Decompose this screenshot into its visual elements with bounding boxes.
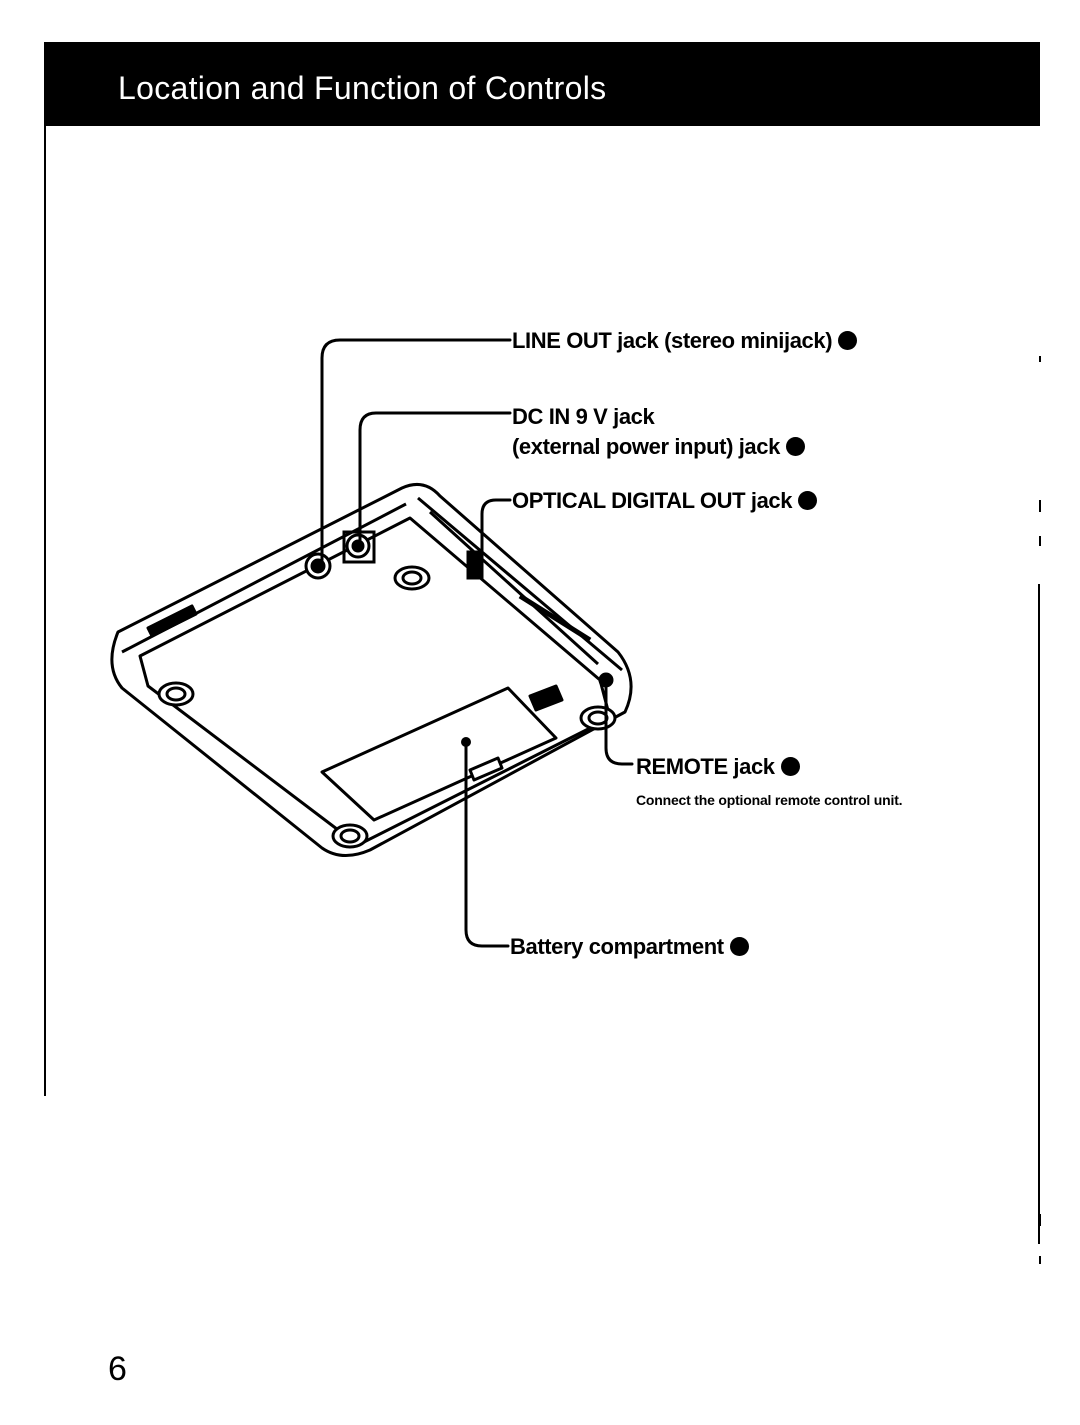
label-line-out: LINE OUT jack (stereo minijack) bbox=[512, 326, 858, 356]
label-dc-in: DC IN 9 V jack bbox=[512, 402, 655, 432]
device-feet bbox=[157, 565, 617, 849]
label-remote: REMOTE jack bbox=[636, 752, 800, 782]
header-bar bbox=[44, 42, 1040, 126]
reference-dot bbox=[798, 491, 818, 510]
reference-dot bbox=[838, 331, 858, 350]
reference-dot bbox=[780, 757, 800, 776]
label-battery-text: Battery compartment bbox=[510, 934, 724, 959]
remote-note: Connect the optional remote control unit… bbox=[636, 792, 903, 808]
reference-dot bbox=[729, 937, 749, 956]
jacks bbox=[304, 530, 614, 688]
label-line-out-text: LINE OUT jack (stereo minijack) bbox=[512, 328, 833, 353]
page-title: Location and Function of Controls bbox=[118, 70, 607, 106]
battery-compartment-lid bbox=[320, 684, 564, 822]
label-optical-text: OPTICAL DIGITAL OUT jack bbox=[512, 488, 793, 513]
label-battery: Battery compartment bbox=[510, 932, 749, 962]
battery-marker-dot bbox=[461, 737, 471, 747]
label-dc-in-line2: (external power input) jack bbox=[512, 434, 780, 459]
page-frame-left bbox=[44, 126, 46, 1096]
label-dc-in-2: (external power input) jack bbox=[512, 432, 805, 462]
label-optical: OPTICAL DIGITAL OUT jack bbox=[512, 486, 818, 516]
callout-lines bbox=[320, 338, 634, 948]
label-remote-text: REMOTE jack bbox=[636, 754, 775, 779]
reference-dot bbox=[785, 437, 805, 456]
page-number: 6 bbox=[108, 1350, 127, 1388]
page-frame-right bbox=[1038, 584, 1040, 1244]
label-dc-in-line1: DC IN 9 V jack bbox=[512, 404, 655, 429]
